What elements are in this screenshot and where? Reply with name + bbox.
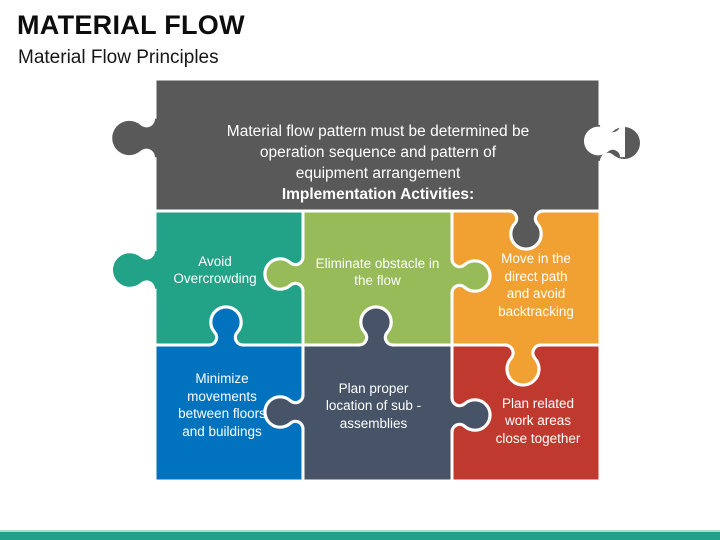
slide-title: MATERIAL FLOW (17, 10, 245, 40)
puzzle-label-minimize-movements: Minimize movements between floors and bu… (178, 371, 266, 439)
puzzle-header-heading: Implementation Activities: (281, 186, 475, 203)
puzzle-header-body: Material flow pattern must be determined… (226, 123, 530, 182)
puzzle-header-text: Material flow pattern must be determined… (160, 100, 596, 226)
puzzle-label-avoid-overcrowding: Avoid Overcrowding (173, 253, 257, 287)
slide-subtitle: Material Flow Principles (18, 47, 219, 68)
puzzle-label-move-direct-path: Move in the direct path and avoid backtr… (498, 251, 574, 319)
puzzle-label-eliminate-obstacle: Eliminate obstacle in the flow (315, 255, 440, 289)
footer-accent-bar (0, 530, 720, 540)
puzzle-label-plan-sub-assemblies: Plan proper location of sub - assemblies (325, 380, 422, 431)
puzzle-label-plan-work-areas: Plan related work areas close together (495, 395, 581, 446)
